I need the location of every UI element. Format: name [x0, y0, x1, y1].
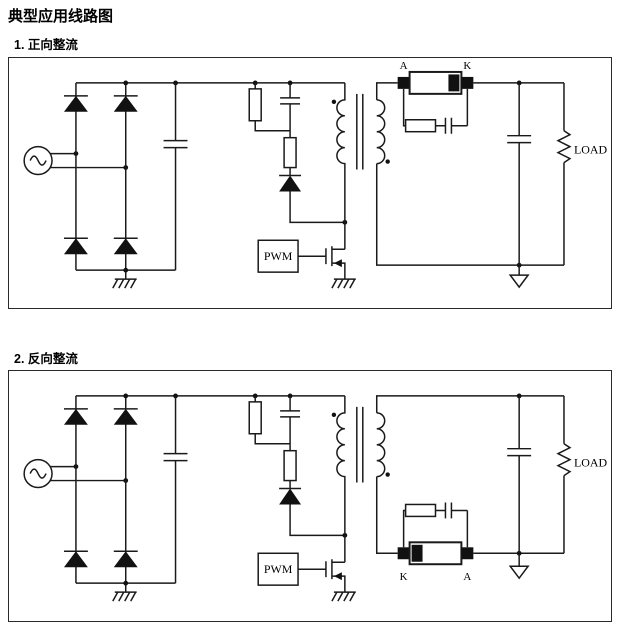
- output-snubber: [402, 502, 469, 548]
- page-title: 典型应用线路图: [8, 8, 114, 25]
- anode-label: A: [400, 60, 408, 72]
- bottom-bus: [75, 267, 176, 280]
- bottom-bus: [75, 580, 176, 593]
- cathode-label: K: [400, 571, 408, 583]
- ac-source: [23, 145, 129, 176]
- transformer: [331, 395, 390, 563]
- load-label: LOAD: [574, 143, 608, 157]
- section-2-heading: 2. 反向整流: [14, 352, 78, 366]
- top-bus: [75, 393, 345, 399]
- circuit-panel-forward: PWM A K LOAD: [8, 57, 612, 309]
- primary-phase-dot: [331, 99, 337, 105]
- clamp-network: [248, 82, 348, 225]
- output-capacitor: [507, 395, 532, 554]
- cathode-label: K: [463, 60, 471, 72]
- mosfet: [298, 559, 346, 593]
- earth-ground-bridge-icon: [112, 278, 137, 289]
- output-rectifier-package: K A: [397, 541, 474, 583]
- bulk-capacitor: [163, 82, 188, 271]
- clamp-network: [248, 395, 348, 538]
- transformer: [331, 82, 390, 250]
- circuit-reverse-diagram: PWM K A LOAD: [23, 393, 608, 602]
- bridge-rectifier: [63, 395, 138, 584]
- circuit-panel-reverse: PWM K A LOAD: [8, 370, 612, 622]
- secondary-phase-dot: [385, 472, 390, 477]
- mosfet: [298, 246, 346, 280]
- primary-phase-dot: [331, 412, 337, 418]
- earth-ground-mosfet-icon: [331, 591, 356, 602]
- pwm-label: PWM: [264, 562, 293, 576]
- load-resistor: LOAD: [556, 395, 608, 554]
- secondary-wiring: [375, 393, 564, 556]
- ac-source: [23, 458, 129, 489]
- load-label: LOAD: [574, 456, 608, 470]
- section-1-heading: 1. 正向整流: [14, 38, 78, 52]
- output-capacitor: [507, 82, 532, 266]
- load-resistor: LOAD: [556, 82, 608, 266]
- top-bus: [75, 80, 345, 86]
- secondary-ground-icon: [508, 553, 530, 580]
- pwm-controller: PWM: [257, 239, 299, 273]
- earth-ground-bridge-icon: [112, 591, 137, 602]
- circuit-forward-diagram: PWM A K LOAD: [23, 60, 608, 289]
- anode-label: A: [463, 571, 471, 583]
- secondary-phase-dot: [385, 159, 390, 164]
- pwm-label: PWM: [264, 249, 293, 263]
- output-snubber: [402, 88, 469, 134]
- bulk-capacitor: [163, 395, 188, 584]
- earth-ground-mosfet-icon: [331, 278, 356, 289]
- secondary-ground-icon: [508, 265, 530, 289]
- secondary-wiring: [375, 80, 564, 268]
- pwm-controller: PWM: [257, 552, 299, 586]
- output-rectifier-package: A K: [397, 60, 474, 95]
- bridge-rectifier: [63, 82, 138, 271]
